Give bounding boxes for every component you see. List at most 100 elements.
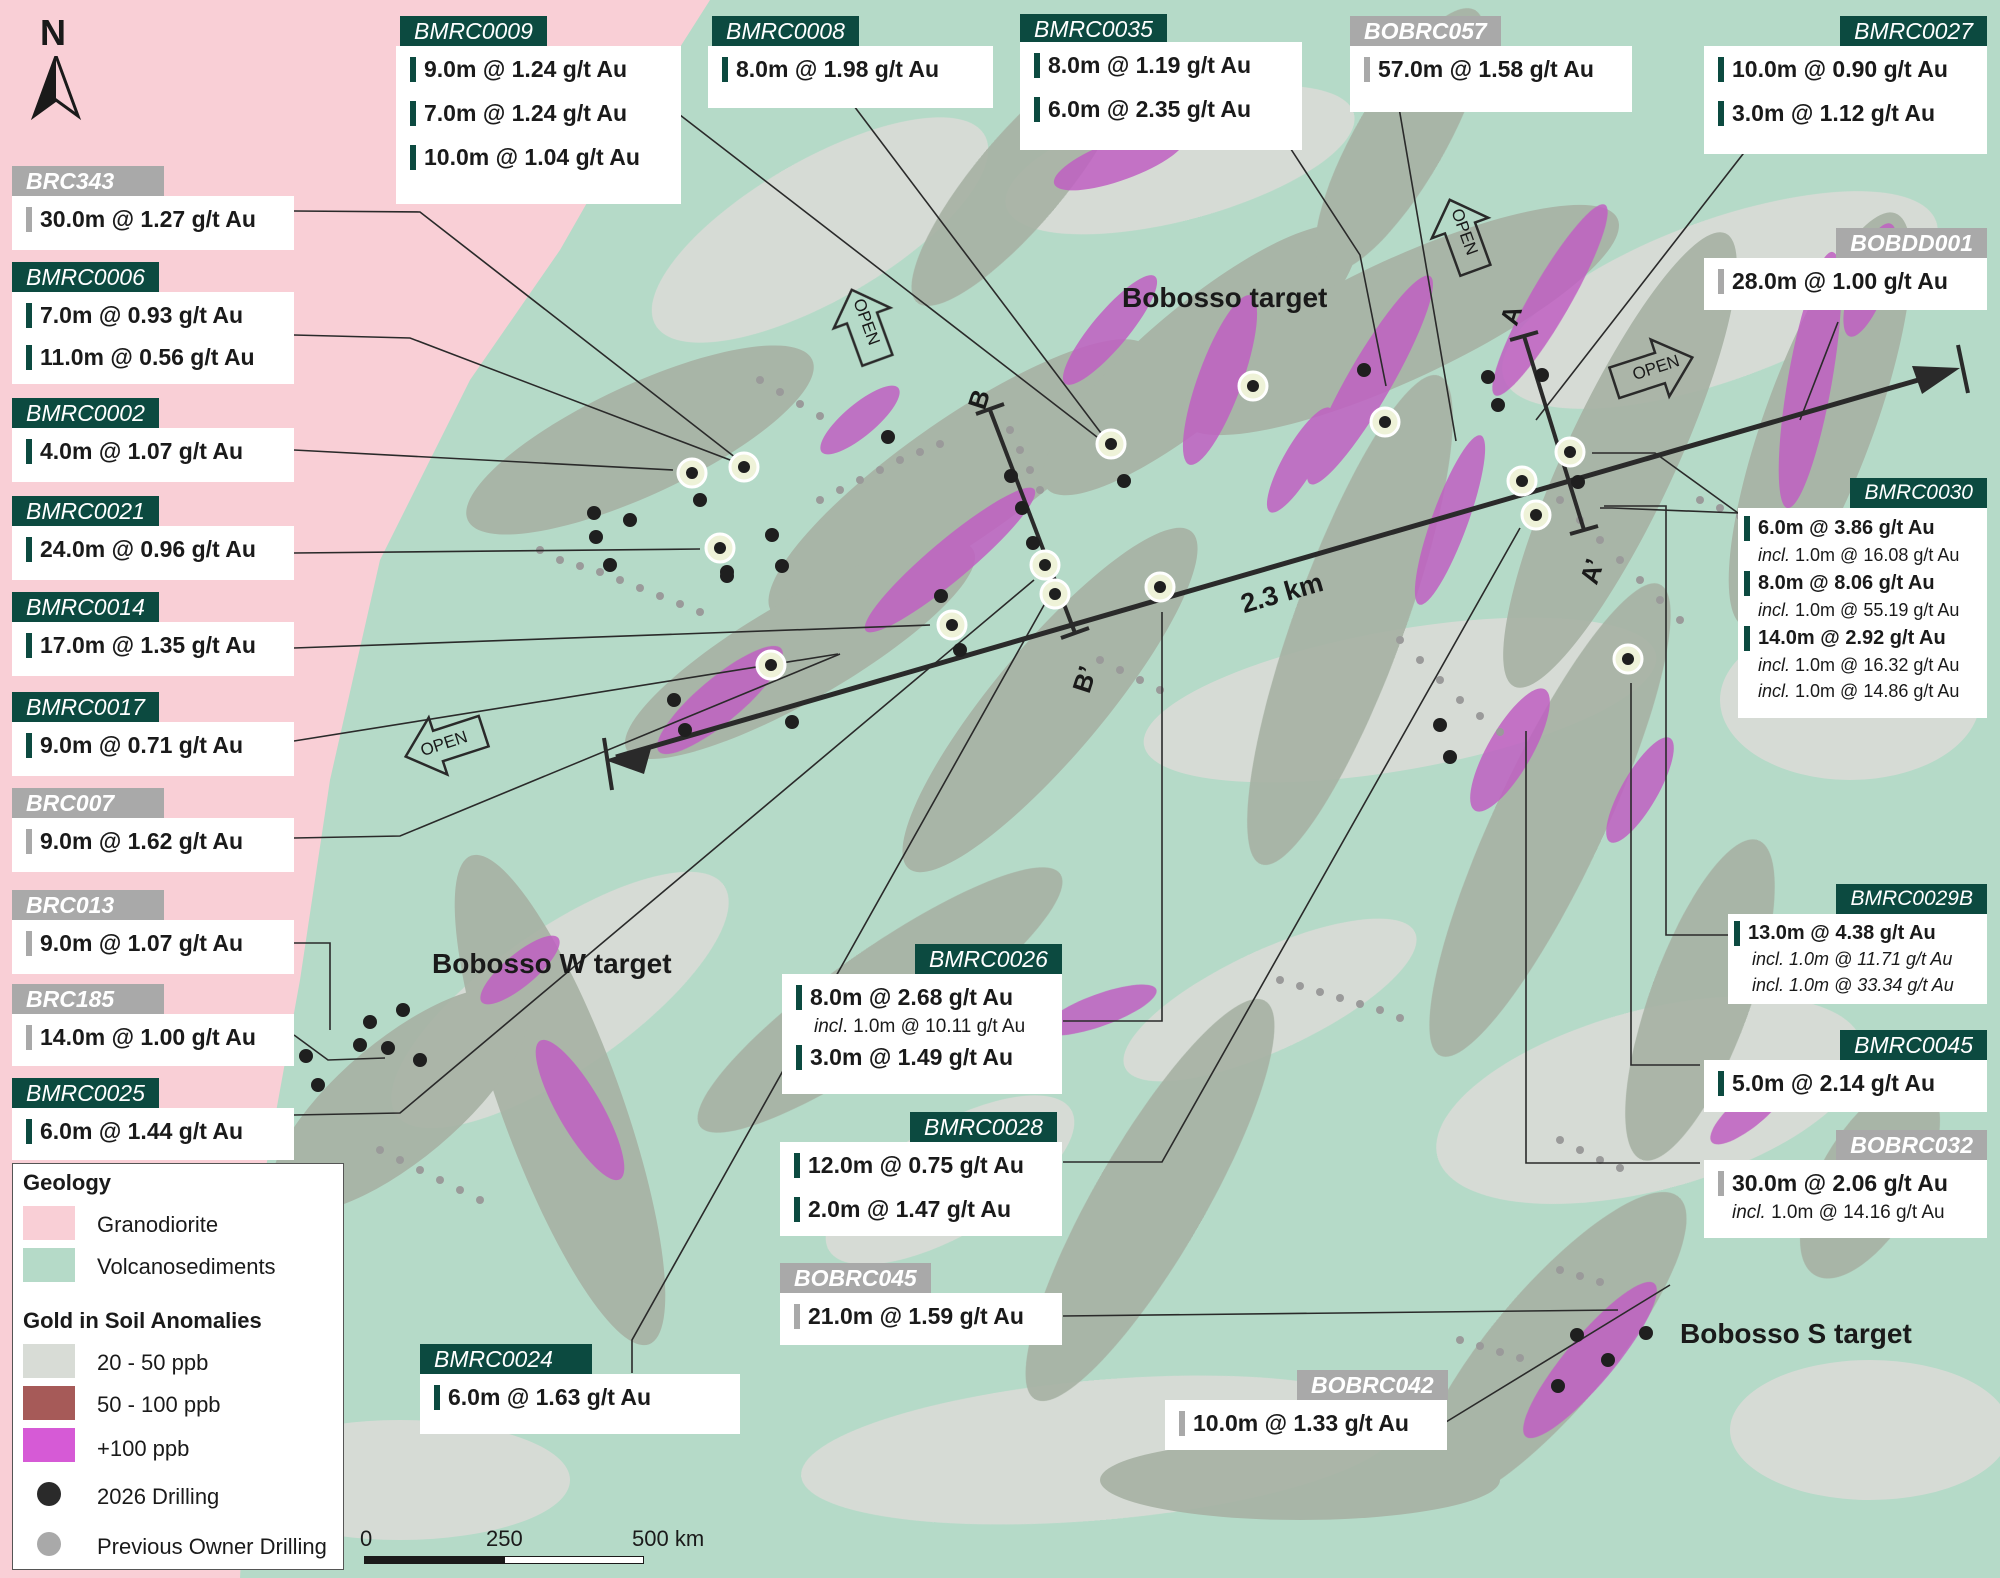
- section-line-a: [1509, 330, 1599, 536]
- bobosso-s-target-label: Bobosso S target: [1680, 1318, 1912, 1349]
- intercept-line: 6.0m @ 2.35 g/t Au: [1034, 96, 1290, 122]
- north-label: N: [40, 12, 66, 53]
- intercept-line: 3.0m @ 1.12 g/t Au: [1718, 100, 1975, 126]
- callout-bmrc0006: BMRC0006 7.0m @ 0.93 g/t Au 11.0m @ 0.56…: [12, 262, 294, 384]
- scale-bar-white: [504, 1556, 644, 1564]
- intercept-line: 14.0m @ 1.00 g/t Au: [26, 1024, 282, 1050]
- legend-label-50-100: 50 - 100 ppb: [97, 1392, 221, 1417]
- hole-id-label: BMRC0008: [712, 16, 859, 46]
- intercept-line: 8.0m @ 8.06 g/t Au: [1744, 570, 1975, 596]
- hole-id-label: BMRC0028: [910, 1112, 1057, 1142]
- intercept-incl-line: incl. 1.0m @ 55.19 g/t Au: [1758, 600, 1960, 620]
- intercept-line: 21.0m @ 1.59 g/t Au: [794, 1303, 1050, 1329]
- hole-id-label: BMRC0026: [915, 944, 1062, 974]
- hole-id-label: BRC343: [12, 166, 164, 196]
- legend-anomaly-title: Gold in Soil Anomalies: [23, 1308, 262, 1333]
- intercept-line: 17.0m @ 1.35 g/t Au: [26, 632, 282, 658]
- legend-label-granodiorite: Granodiorite: [97, 1212, 219, 1237]
- intercept-line: 8.0m @ 1.19 g/t Au: [1034, 52, 1290, 78]
- callout-bmrc0045: BMRC0045 5.0m @ 2.14 g/t Au: [1704, 1030, 1987, 1112]
- intercept-line: 5.0m @ 2.14 g/t Au: [1718, 1070, 1975, 1096]
- hole-id-label: BMRC0030: [1850, 478, 1987, 508]
- map-legend: Geology Granodiorite Volcanosediments Go…: [12, 1163, 344, 1570]
- callout-leader-lines: [293, 95, 1839, 1423]
- intercept-line: 8.0m @ 1.98 g/t Au: [722, 56, 981, 82]
- intercept-line: 24.0m @ 0.96 g/t Au: [26, 536, 282, 562]
- hole-id-label: BOBRC057: [1350, 16, 1501, 46]
- intercept-line: 30.0m @ 1.27 g/t Au: [26, 206, 282, 232]
- hole-id-label: BMRC0027: [1840, 16, 1987, 46]
- intercept-line: 7.0m @ 1.24 g/t Au: [410, 100, 669, 126]
- intercept-incl-line: incl. 1.0m @ 16.32 g/t Au: [1758, 655, 1960, 675]
- intercept-line: 7.0m @ 0.93 g/t Au: [26, 302, 282, 328]
- hole-id-label: BMRC0009: [400, 16, 547, 46]
- callout-bobrc032: BOBRC032 30.0m @ 2.06 g/t Au incl. 1.0m …: [1704, 1130, 1987, 1238]
- legend-drilling-2026-icon: [37, 1482, 61, 1506]
- intercept-line: 28.0m @ 1.00 g/t Au: [1718, 268, 1975, 294]
- callout-bobrc042: BOBRC042 10.0m @ 1.33 g/t Au: [1165, 1370, 1448, 1450]
- intercept-incl-line: incl. 1.0m @ 10.11 g/t Au: [814, 1016, 1026, 1037]
- intercept-incl-line: incl. 1.0m @ 33.34 g/t Au: [1752, 975, 1954, 995]
- legend-previous-drilling-icon: [37, 1532, 61, 1556]
- legend-label-drilling-2026: 2026 Drilling: [97, 1484, 220, 1509]
- hole-id-label: BMRC0002: [12, 398, 159, 428]
- callout-brc185: BRC185 14.0m @ 1.00 g/t Au: [12, 984, 294, 1066]
- hole-id-label: BMRC0017: [12, 692, 159, 722]
- intercept-line: 10.0m @ 1.33 g/t Au: [1179, 1410, 1435, 1436]
- callout-bmrc0017: BMRC0017 9.0m @ 0.71 g/t Au: [12, 692, 294, 776]
- callout-bmrc0028: BMRC0028 12.0m @ 0.75 g/t Au 2.0m @ 1.47…: [780, 1112, 1062, 1236]
- callout-bmrc0030: BMRC0030 6.0m @ 3.86 g/t Au incl. 1.0m @…: [1738, 478, 1987, 718]
- scale-tick-500: 500 km: [632, 1526, 705, 1551]
- hole-id-label: BRC013: [12, 890, 164, 920]
- open-arrow-icons: [403, 198, 1695, 777]
- legend-label-volcanosediments: Volcanosediments: [97, 1254, 276, 1279]
- legend-swatch-volcanosediments: [23, 1248, 75, 1282]
- intercept-line: 57.0m @ 1.58 g/t Au: [1364, 56, 1620, 82]
- hole-id-label: BMRC0021: [12, 496, 159, 526]
- mineralised-trend-line: [602, 344, 1970, 791]
- intercept-incl-line: incl. 1.0m @ 14.16 g/t Au: [1732, 1202, 1945, 1223]
- intercept-incl-line: incl. 1.0m @ 16.08 g/t Au: [1758, 545, 1960, 565]
- legend-swatch-50-100: [23, 1386, 75, 1420]
- legend-swatch-granodiorite: [23, 1206, 75, 1240]
- callout-bmrc0014: BMRC0014 17.0m @ 1.35 g/t Au: [12, 592, 294, 676]
- hole-id-label: BMRC0035: [1020, 14, 1167, 44]
- hole-id-label: BMRC0029B: [1836, 884, 1987, 914]
- hole-id-label: BOBRC042: [1297, 1370, 1448, 1400]
- hole-id-label: BRC007: [12, 788, 164, 818]
- intercept-line: 10.0m @ 0.90 g/t Au: [1718, 56, 1975, 82]
- hole-id-label: BMRC0014: [12, 592, 159, 622]
- callout-bmrc0002: BMRC0002 4.0m @ 1.07 g/t Au: [12, 398, 294, 482]
- callout-bmrc0029b: BMRC0029B 13.0m @ 4.38 g/t Au incl. 1.0m…: [1728, 884, 1987, 1006]
- scale-bar: 0 250 500 km: [360, 1526, 730, 1566]
- bobosso-w-target-label: Bobosso W target: [432, 948, 672, 979]
- callout-bmrc0024: BMRC0024 6.0m @ 1.63 g/t Au: [420, 1344, 740, 1434]
- callout-bmrc0009: BMRC0009 9.0m @ 1.24 g/t Au 7.0m @ 1.24 …: [396, 16, 681, 204]
- legend-swatch-100-plus: [23, 1428, 75, 1462]
- intercept-line: 9.0m @ 1.07 g/t Au: [26, 930, 282, 956]
- intercept-incl-line: incl. 1.0m @ 11.71 g/t Au: [1752, 949, 1953, 969]
- scale-tick-0: 0: [360, 1526, 373, 1551]
- hole-id-label: BMRC0025: [12, 1078, 159, 1108]
- drilling-2026-points: [299, 363, 1653, 1393]
- callout-bmrc0027: BMRC0027 10.0m @ 0.90 g/t Au 3.0m @ 1.12…: [1704, 16, 1987, 154]
- callout-bmrc0021: BMRC0021 24.0m @ 0.96 g/t Au: [12, 496, 294, 580]
- intercept-line: 14.0m @ 2.92 g/t Au: [1744, 625, 1975, 651]
- callout-bobrc045: BOBRC045 21.0m @ 1.59 g/t Au: [780, 1263, 1062, 1345]
- intercept-line: 4.0m @ 1.07 g/t Au: [26, 438, 282, 464]
- intercept-line: 12.0m @ 0.75 g/t Au: [794, 1152, 1050, 1178]
- bobosso-target-label: Bobosso target: [1122, 282, 1328, 313]
- intercept-line: 6.0m @ 1.63 g/t Au: [434, 1384, 728, 1410]
- hole-id-label: BOBDD001: [1836, 228, 1987, 258]
- intercept-line: 30.0m @ 2.06 g/t Au: [1718, 1170, 1975, 1196]
- intercept-line: 11.0m @ 0.56 g/t Au: [26, 344, 282, 370]
- intercept-line: 3.0m @ 1.49 g/t Au: [796, 1044, 1050, 1070]
- callout-brc343: BRC343 30.0m @ 1.27 g/t Au: [12, 166, 294, 250]
- intercept-line: 9.0m @ 1.62 g/t Au: [26, 828, 282, 854]
- north-arrow-icon: N: [30, 12, 90, 122]
- hole-id-label: BMRC0006: [12, 262, 159, 292]
- callout-bobrc057: BOBRC057 57.0m @ 1.58 g/t Au: [1350, 16, 1632, 112]
- intercept-line: 9.0m @ 0.71 g/t Au: [26, 732, 282, 758]
- callout-bmrc0026: BMRC0026 8.0m @ 2.68 g/t Au incl. 1.0m @…: [782, 944, 1062, 1094]
- callout-bmrc0025: BMRC0025 6.0m @ 1.44 g/t Au: [12, 1078, 294, 1160]
